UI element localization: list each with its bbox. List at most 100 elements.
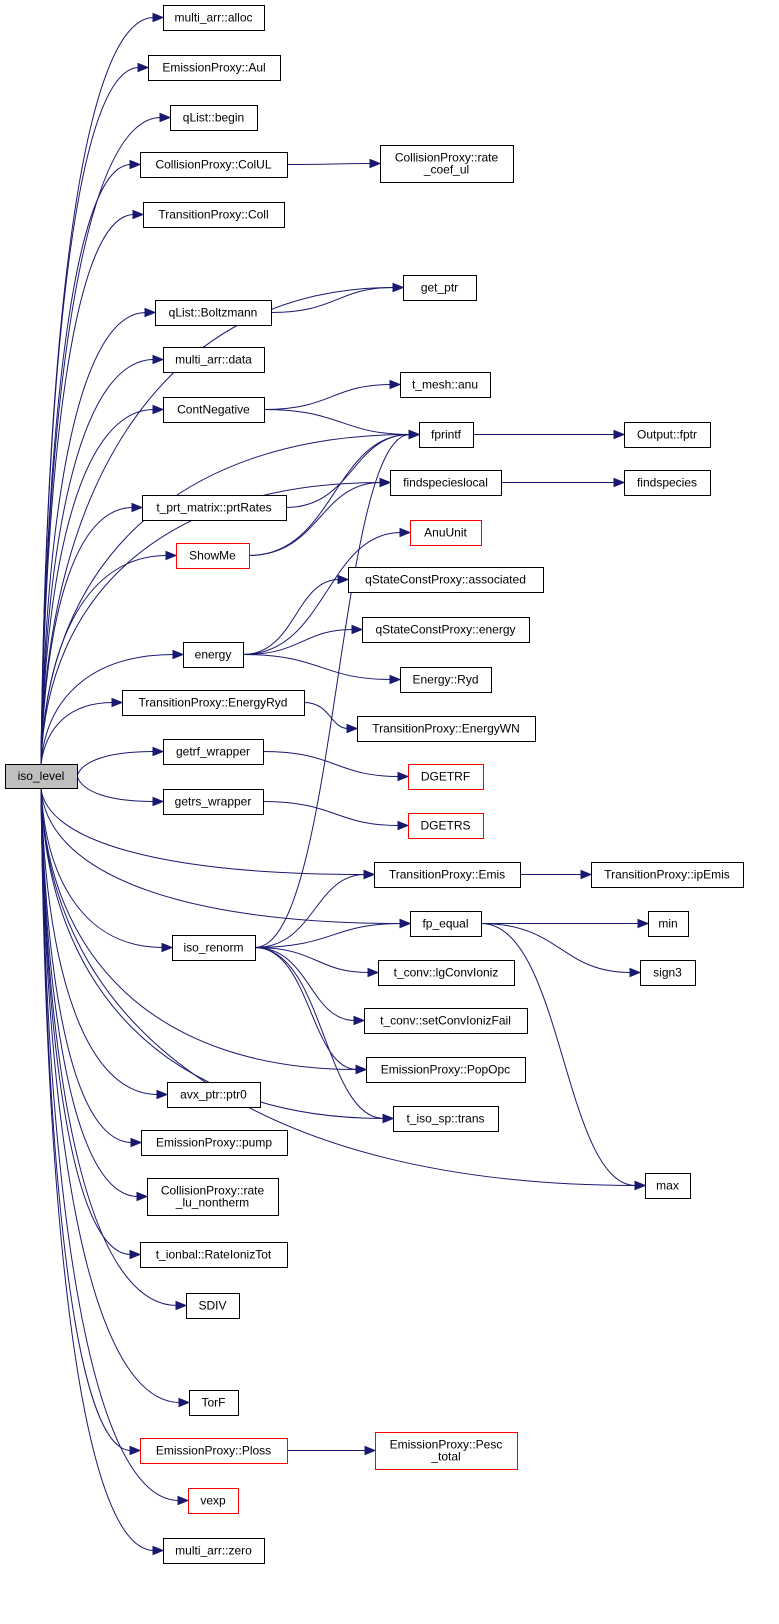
edge-iso-level-to-max — [40, 787, 647, 1191]
node-findspecies[interactable]: findspecies — [624, 470, 711, 496]
node-max[interactable]: max — [645, 1173, 691, 1199]
node-qlist-boltzmann[interactable]: qList::Boltzmann — [155, 300, 272, 326]
arrowhead — [129, 1249, 142, 1260]
node-t-prt-matrix-prtrates[interactable]: t_prt_matrix::prtRates — [142, 495, 287, 521]
node-label: avx_ptr::ptr0 — [180, 1088, 247, 1102]
node-label: iso_renorm — [183, 941, 243, 955]
node-output-fptr[interactable]: Output::fptr — [624, 422, 711, 448]
arrowhead — [369, 158, 382, 169]
arrowhead — [353, 1015, 366, 1026]
node-showme[interactable]: ShowMe — [176, 543, 250, 569]
node-contnegative[interactable]: ContNegative — [163, 397, 265, 423]
node-transitionproxy-energyryd[interactable]: TransitionProxy::EnergyRyd — [122, 690, 305, 716]
edge-iso-level-to-findspecieslocal — [40, 477, 392, 765]
node-t-conv-lgconvioniz[interactable]: t_conv::lgConvIoniz — [378, 960, 515, 986]
node-emissionproxy-pesc-total[interactable]: EmissionProxy::Pesc_total — [375, 1432, 518, 1470]
node-get-ptr[interactable]: get_ptr — [403, 275, 477, 301]
node-box — [140, 152, 288, 178]
node-anuunit[interactable]: AnuUnit — [410, 520, 482, 546]
node-collisionproxy-rate-coef-ul[interactable]: CollisionProxy::rate_coef_ul — [380, 145, 514, 183]
edge-iso-level-to-transitionproxy-coll — [40, 209, 145, 765]
arrowhead — [364, 1445, 377, 1456]
edge-iso-level-to-emissionproxy-pump — [40, 787, 143, 1148]
node-multi-arr-alloc[interactable]: multi_arr::alloc — [163, 5, 265, 31]
node-collisionproxy-rate-lu-nontherm[interactable]: CollisionProxy::rate_lu_nontherm — [147, 1178, 279, 1216]
node-label: multi_arr::data — [175, 353, 252, 367]
node-t-mesh-anu[interactable]: t_mesh::anu — [400, 372, 491, 398]
node-fp-equal[interactable]: fp_equal — [410, 911, 482, 937]
node-box — [380, 145, 514, 183]
node-label: sign3 — [653, 966, 682, 980]
edge-fp-equal-to-min — [481, 918, 650, 929]
node-emissionproxy-ploss[interactable]: EmissionProxy::Ploss — [140, 1438, 288, 1464]
node-qlist-begin[interactable]: qList::begin — [170, 105, 258, 131]
node-energy-ryd[interactable]: Energy::Ryd — [400, 667, 492, 693]
node-label: t_iso_sp::trans — [406, 1112, 484, 1126]
edge-collisionproxy-colul-to-collisionproxy-rate-coef-ul — [286, 158, 382, 169]
node-multi-arr-zero[interactable]: multi_arr::zero — [163, 1538, 265, 1564]
node-avx-ptr-ptr0[interactable]: avx_ptr::ptr0 — [167, 1082, 261, 1108]
arrowhead — [152, 12, 165, 23]
edge-iso-level-to-avx-ptr-ptr0 — [40, 787, 169, 1100]
arrowhead — [129, 159, 142, 170]
node-box — [393, 1106, 499, 1132]
node-transitionproxy-energywn[interactable]: TransitionProxy::EnergyWN — [357, 716, 536, 742]
edge-iso-level-to-iso-renorm — [40, 787, 174, 953]
arrowhead — [131, 502, 144, 513]
edge-iso-level-to-contnegative — [40, 404, 165, 765]
node-t-conv-setconvionizfail[interactable]: t_conv::setConvIonizFail — [364, 1008, 528, 1034]
node-box — [408, 813, 484, 839]
node-fprintf[interactable]: fprintf — [419, 422, 474, 448]
node-transitionproxy-coll[interactable]: TransitionProxy::Coll — [143, 202, 285, 228]
edge-iso-level-to-t-iso-sp-trans — [40, 787, 395, 1124]
node-emissionproxy-popopc[interactable]: EmissionProxy::PopOpc — [366, 1057, 526, 1083]
node-min[interactable]: min — [648, 911, 689, 937]
node-emissionproxy-aul[interactable]: EmissionProxy::Aul — [148, 55, 281, 81]
edge-iso-renorm-to-fp-equal — [254, 918, 412, 948]
node-transitionproxy-ipemis[interactable]: TransitionProxy::ipEmis — [591, 862, 744, 888]
node-t-iso-sp-trans[interactable]: t_iso_sp::trans — [393, 1106, 499, 1132]
node-getrf-wrapper[interactable]: getrf_wrapper — [163, 739, 264, 765]
edge-iso-level-to-t-prt-matrix-prtrates — [40, 502, 144, 765]
arrowhead — [159, 112, 172, 123]
arrowhead — [351, 624, 364, 635]
node-vexp[interactable]: vexp — [188, 1488, 239, 1514]
node-iso-renorm[interactable]: iso_renorm — [172, 935, 256, 961]
edge-energy-to-qstateconstproxy-energy — [242, 624, 364, 655]
node-label: DGETRF — [421, 770, 470, 784]
edge-getrs-wrapper-to-dgetrs — [262, 801, 410, 831]
node-iso-level[interactable]: iso_level — [5, 764, 78, 789]
node-qstateconstproxy-energy[interactable]: qStateConstProxy::energy — [362, 617, 530, 643]
node-label: t_ionbal::RateIonizTot — [156, 1248, 272, 1262]
edge-iso-renorm-to-t-conv-setconvionizfail — [254, 947, 366, 1026]
node-box — [357, 716, 536, 742]
node-layer: iso_level multi_arr::allocEmissionProxy::… — [5, 5, 744, 1564]
node-box — [147, 1178, 279, 1216]
node-label: EmissionProxy::Ploss — [156, 1444, 271, 1458]
node-sign3[interactable]: sign3 — [640, 960, 696, 986]
node-emissionproxy-pump[interactable]: EmissionProxy::pump — [141, 1130, 288, 1156]
node-label: TorF — [202, 1396, 226, 1410]
node-qstateconstproxy-associated[interactable]: qStateConstProxy::associated — [348, 567, 544, 593]
node-findspecieslocal[interactable]: findspecieslocal — [390, 470, 502, 496]
node-label: qList::begin — [183, 111, 244, 125]
node-getrs-wrapper[interactable]: getrs_wrapper — [163, 789, 264, 815]
node-energy[interactable]: energy — [183, 642, 244, 668]
node-t-ionbal-rateioniztot[interactable]: t_ionbal::RateIonizTot — [140, 1242, 288, 1268]
arrowhead — [346, 723, 359, 734]
node-multi-arr-data[interactable]: multi_arr::data — [163, 347, 265, 373]
node-sdiv[interactable]: SDIV — [186, 1293, 240, 1319]
edge-energy-to-qstateconstproxy-associated — [242, 574, 350, 655]
edge-iso-renorm-to-emissionproxy-popopc — [254, 947, 368, 1075]
node-label: EmissionProxy::Aul — [162, 61, 265, 75]
node-label: CollisionProxy::rate — [395, 151, 499, 165]
node-collisionproxy-colul[interactable]: CollisionProxy::ColUL — [140, 152, 288, 178]
node-transitionproxy-emis[interactable]: TransitionProxy::Emis — [374, 862, 521, 888]
node-label: vexp — [200, 1494, 226, 1508]
node-box — [400, 667, 492, 693]
node-box — [140, 1438, 288, 1464]
node-box — [163, 5, 265, 31]
node-dgetrf[interactable]: DGETRF — [408, 764, 484, 790]
node-torf[interactable]: TorF — [189, 1390, 239, 1416]
node-dgetrs[interactable]: DGETRS — [408, 813, 484, 839]
